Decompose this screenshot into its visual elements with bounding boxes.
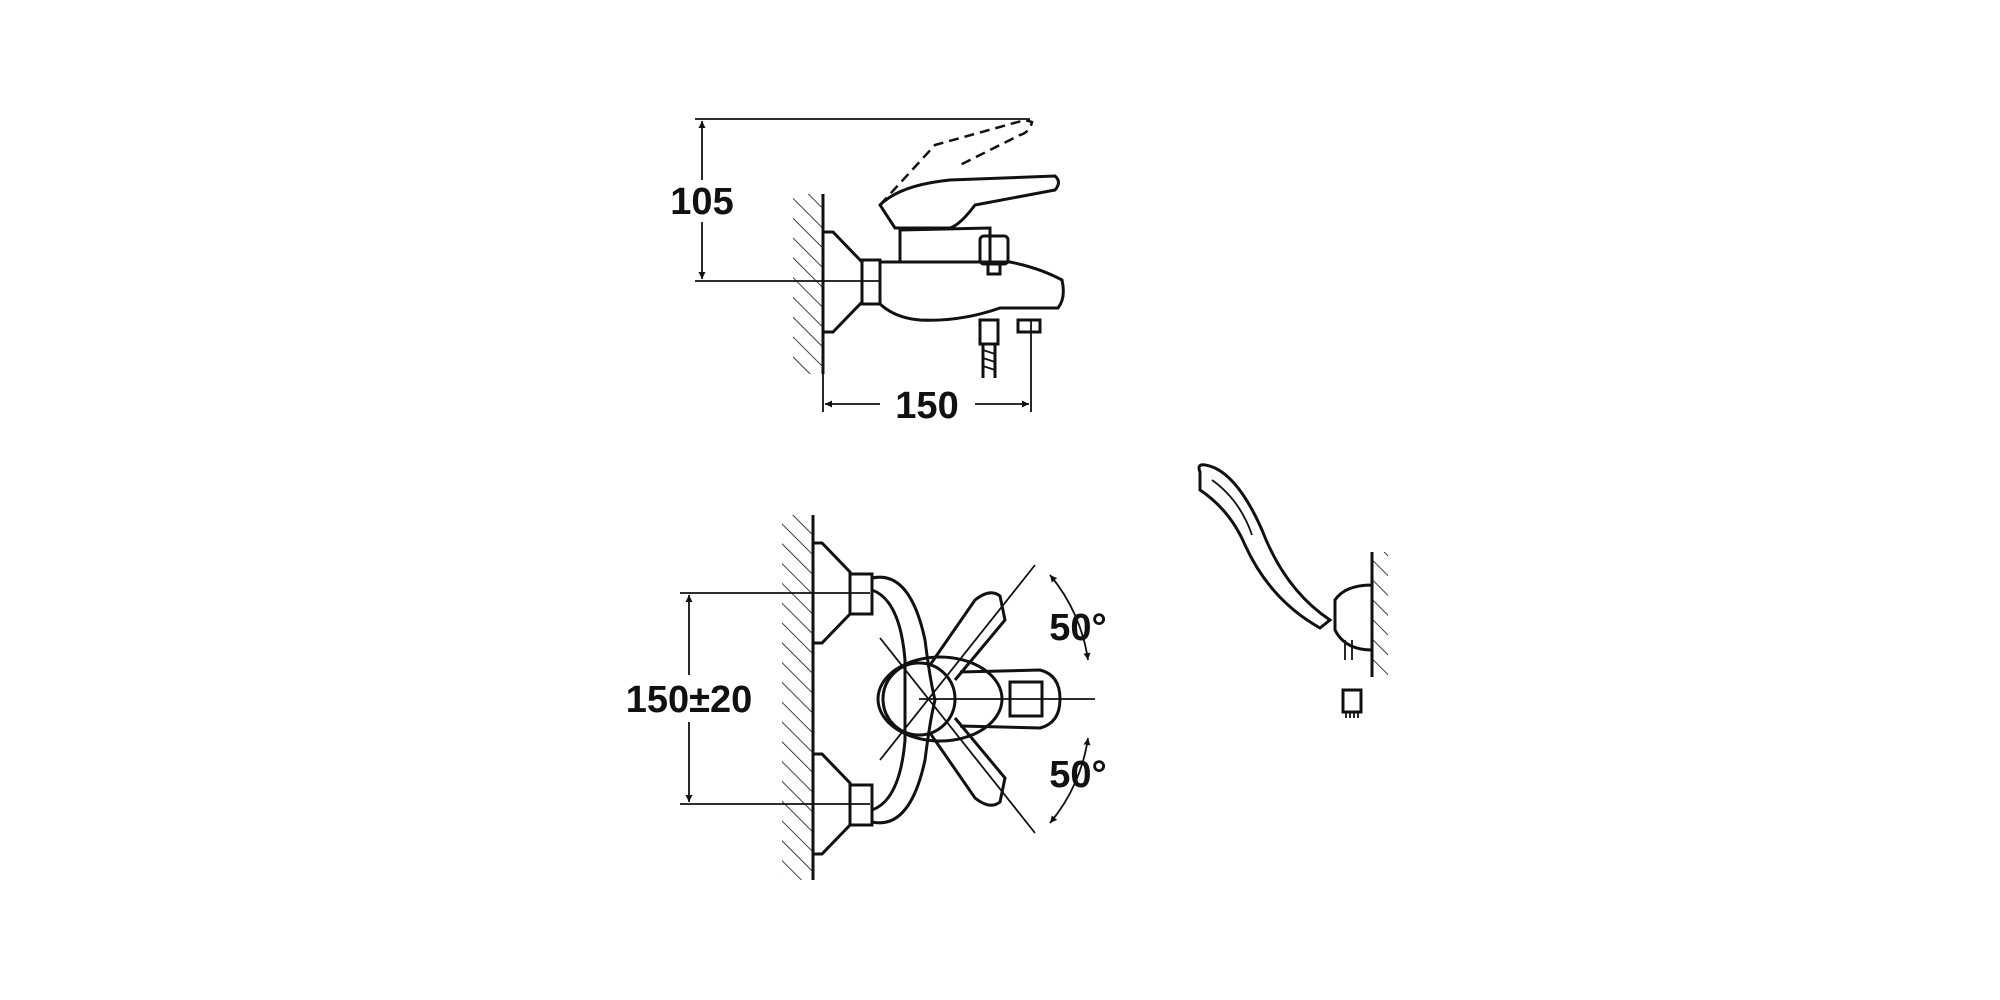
wall-hatch bbox=[1372, 552, 1388, 677]
lever-upper bbox=[928, 591, 1007, 681]
front-view: 50° 50° 150±20 bbox=[626, 515, 1107, 880]
handle bbox=[878, 174, 1060, 230]
upper-angle-label: 50° bbox=[1049, 607, 1106, 649]
spacing-dimension-label: 150±20 bbox=[626, 679, 753, 721]
body-outline bbox=[871, 575, 937, 825]
handle-base bbox=[898, 226, 992, 262]
shower-head bbox=[1197, 463, 1333, 630]
width-dimension-label: 150 bbox=[895, 385, 958, 427]
lower-nut bbox=[848, 783, 874, 827]
upper-nut bbox=[848, 572, 874, 616]
lever-lower bbox=[928, 717, 1007, 807]
wall-hatch bbox=[793, 194, 823, 374]
nut bbox=[860, 258, 882, 306]
shower-holder bbox=[1333, 583, 1374, 652]
handle-raised-position bbox=[879, 118, 1034, 206]
faucet-body bbox=[878, 260, 1065, 322]
outlet bbox=[1016, 318, 1042, 334]
diverter-knob bbox=[978, 234, 1010, 266]
hand-shower bbox=[1197, 463, 1388, 718]
hose-connector-part bbox=[1341, 688, 1363, 714]
lower-angle-label: 50° bbox=[1049, 754, 1106, 796]
height-dimension-label: 105 bbox=[670, 181, 733, 223]
holder-screw bbox=[1344, 640, 1353, 660]
escutcheon bbox=[823, 230, 864, 334]
hose-connector bbox=[978, 318, 1000, 346]
side-view: 105 150 bbox=[670, 118, 1065, 427]
wall-hatch bbox=[782, 515, 813, 880]
